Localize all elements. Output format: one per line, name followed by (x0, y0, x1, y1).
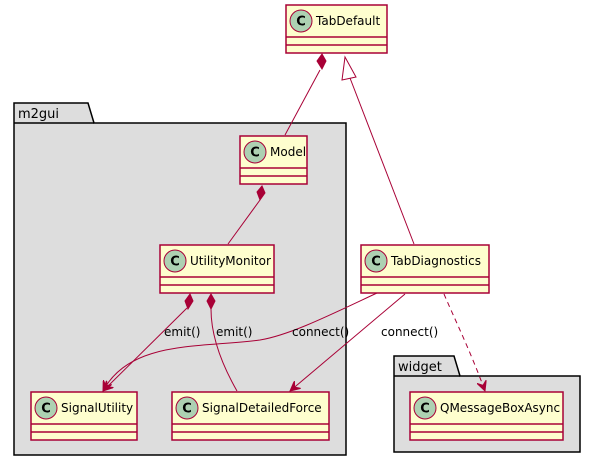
class-marker-letter: C (420, 402, 430, 417)
composition-diamond-icon (316, 53, 327, 71)
class-marker-letter: C (250, 146, 260, 161)
class-name-qmessageboxasync: QMessageBoxAsync (440, 401, 560, 415)
package-label-widget: widget (398, 360, 442, 375)
class-name-signalutility: SignalUtility (61, 401, 133, 415)
class-signaldetailedforce[interactable]: C SignalDetailedForce (171, 391, 330, 441)
class-marker-letter: C (41, 402, 51, 417)
class-signalutility[interactable]: C SignalUtility (30, 391, 138, 441)
class-name-utilitymonitor: UtilityMonitor (190, 254, 271, 268)
class-name-tabdefault: TabDefault (315, 14, 380, 28)
class-name-signaldetailedforce: SignalDetailedForce (202, 401, 322, 415)
edge-label-connect: connect() (381, 325, 438, 339)
composition-tabdefault-model (284, 53, 327, 136)
class-name-model: Model (270, 145, 306, 159)
class-tabdiagnostics[interactable]: C TabDiagnostics (360, 244, 490, 294)
connect-tabdiagnostics-signaldetailedforce (290, 293, 406, 391)
class-marker-icon (289, 9, 313, 33)
edge-label-connect: connect() (292, 325, 349, 339)
class-name-tabdiagnostics: TabDiagnostics (390, 254, 481, 268)
inheritance-tabdiagnostics-tabdefault (341, 55, 415, 245)
class-marker-letter: C (182, 402, 192, 417)
composition-utilitymonitor-signaldetailedforce (206, 292, 238, 392)
inheritance-triangle-icon (341, 55, 357, 81)
composition-model-utilitymonitor (227, 185, 266, 245)
composition-diamond-icon (256, 185, 266, 202)
composition-utilitymonitor-signalutility (103, 292, 194, 391)
class-marker-letter: C (296, 15, 306, 30)
package-label-m2gui: m2gui (18, 107, 59, 122)
composition-diamond-icon (184, 292, 194, 311)
class-marker-icon (243, 140, 267, 164)
composition-diamond-icon (206, 292, 216, 311)
class-marker-icon (175, 396, 199, 420)
class-tabdefault[interactable]: C TabDefault (285, 4, 388, 54)
class-marker-icon (34, 396, 58, 420)
class-marker-letter: C (170, 255, 180, 270)
dependency-tabdiagnostics-qmessageboxasync (443, 293, 485, 391)
class-marker-icon (413, 396, 437, 420)
class-marker-icon (364, 249, 388, 273)
edge-label-emit: emit() (164, 325, 200, 339)
class-utilitymonitor[interactable]: C UtilityMonitor (159, 244, 275, 294)
class-marker-icon (163, 249, 187, 273)
class-marker-letter: C (371, 255, 381, 270)
edge-label-emit: emit() (216, 325, 252, 339)
connect-tabdiagnostics-signalutility (103, 292, 378, 391)
class-model[interactable]: C Model (239, 135, 308, 185)
class-qmessageboxasync[interactable]: C QMessageBoxAsync (409, 391, 564, 441)
